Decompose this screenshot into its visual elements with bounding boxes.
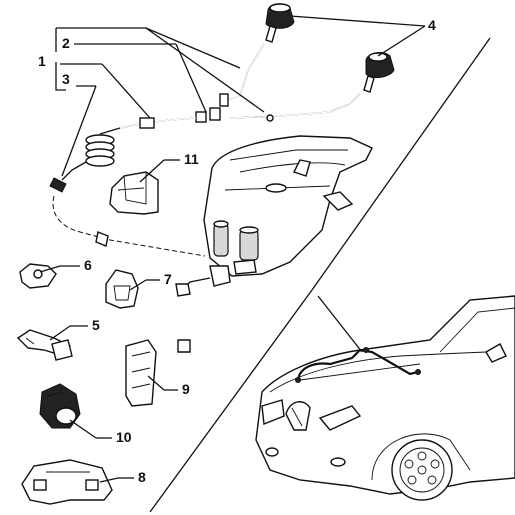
washer-reservoir bbox=[181, 135, 373, 291]
callout-7: 7 bbox=[164, 271, 172, 287]
bracket-11 bbox=[109, 171, 159, 215]
bracket-9 bbox=[125, 339, 157, 407]
grommet-10 bbox=[39, 383, 81, 429]
callout-9: 9 bbox=[182, 381, 190, 397]
callout-10: 10 bbox=[116, 429, 132, 445]
callout-8: 8 bbox=[138, 469, 146, 485]
callout-11: 11 bbox=[184, 151, 199, 167]
callout-3: 3 bbox=[62, 71, 70, 87]
callout-2: 2 bbox=[62, 35, 70, 51]
clip-5 bbox=[16, 329, 73, 361]
leader-lines bbox=[39, 15, 426, 483]
level-sensor-pipe bbox=[175, 283, 191, 353]
washer-jet-lower bbox=[363, 52, 395, 93]
clip-7 bbox=[105, 269, 139, 309]
car-illustration bbox=[255, 295, 515, 501]
callout-numbers: 1 2 3 4 5 6 7 8 9 10 11 bbox=[38, 17, 436, 485]
callout-1: 1 bbox=[38, 53, 46, 69]
clip-6 bbox=[19, 263, 57, 289]
bracket-8 bbox=[21, 459, 113, 505]
divider-lines bbox=[149, 37, 491, 513]
callout-4: 4 bbox=[428, 17, 436, 33]
callout-6: 6 bbox=[84, 257, 92, 273]
washer-hose-assembly bbox=[49, 43, 361, 257]
washer-jet-upper bbox=[265, 3, 295, 43]
callout-5: 5 bbox=[92, 317, 100, 333]
